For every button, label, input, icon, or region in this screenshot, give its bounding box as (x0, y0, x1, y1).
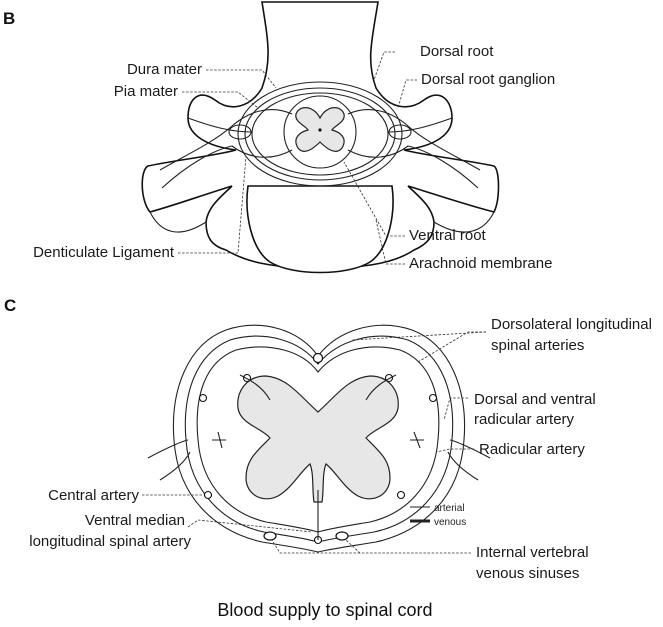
label-dorsal-root: Dorsal root (420, 43, 494, 60)
figure-caption: Blood supply to spinal cord (217, 600, 432, 620)
label-denticulate-ligament: Denticulate Ligament (33, 244, 175, 261)
label-dorsal-root-ganglion: Dorsal root ganglion (421, 71, 555, 88)
vertebral-body (247, 186, 393, 273)
label-dorsal-ventral-1: Dorsal and ventral (474, 391, 596, 408)
legend-venous-label: venous (434, 517, 466, 528)
label-ventral-median-1: Ventral median (85, 512, 185, 529)
label-dura-mater: Dura mater (127, 61, 202, 78)
c-grey-matter (238, 376, 399, 502)
label-internal-vertebral-1: Internal vertebral (476, 544, 589, 561)
label-dorsolateral-1: Dorsolateral longitudinal (491, 316, 652, 333)
label-internal-vertebral-2: venous sinuses (476, 565, 579, 582)
label-arachnoid-membrane: Arachnoid membrane (409, 255, 552, 272)
panel-c-letter: C (4, 296, 16, 315)
label-ventral-median-2: longitudinal spinal artery (29, 533, 191, 550)
label-dorsolateral-2: spinal arteries (491, 337, 584, 354)
label-ventral-root: Ventral root (409, 227, 487, 244)
label-central-artery: Central artery (48, 487, 139, 504)
label-radicular-artery: Radicular artery (479, 441, 585, 458)
label-dorsal-ventral-2: radicular artery (474, 411, 575, 428)
legend-arterial-label: arterial (434, 503, 465, 514)
label-pia-mater: Pia mater (114, 83, 178, 100)
panel-b-letter: B (3, 9, 15, 28)
